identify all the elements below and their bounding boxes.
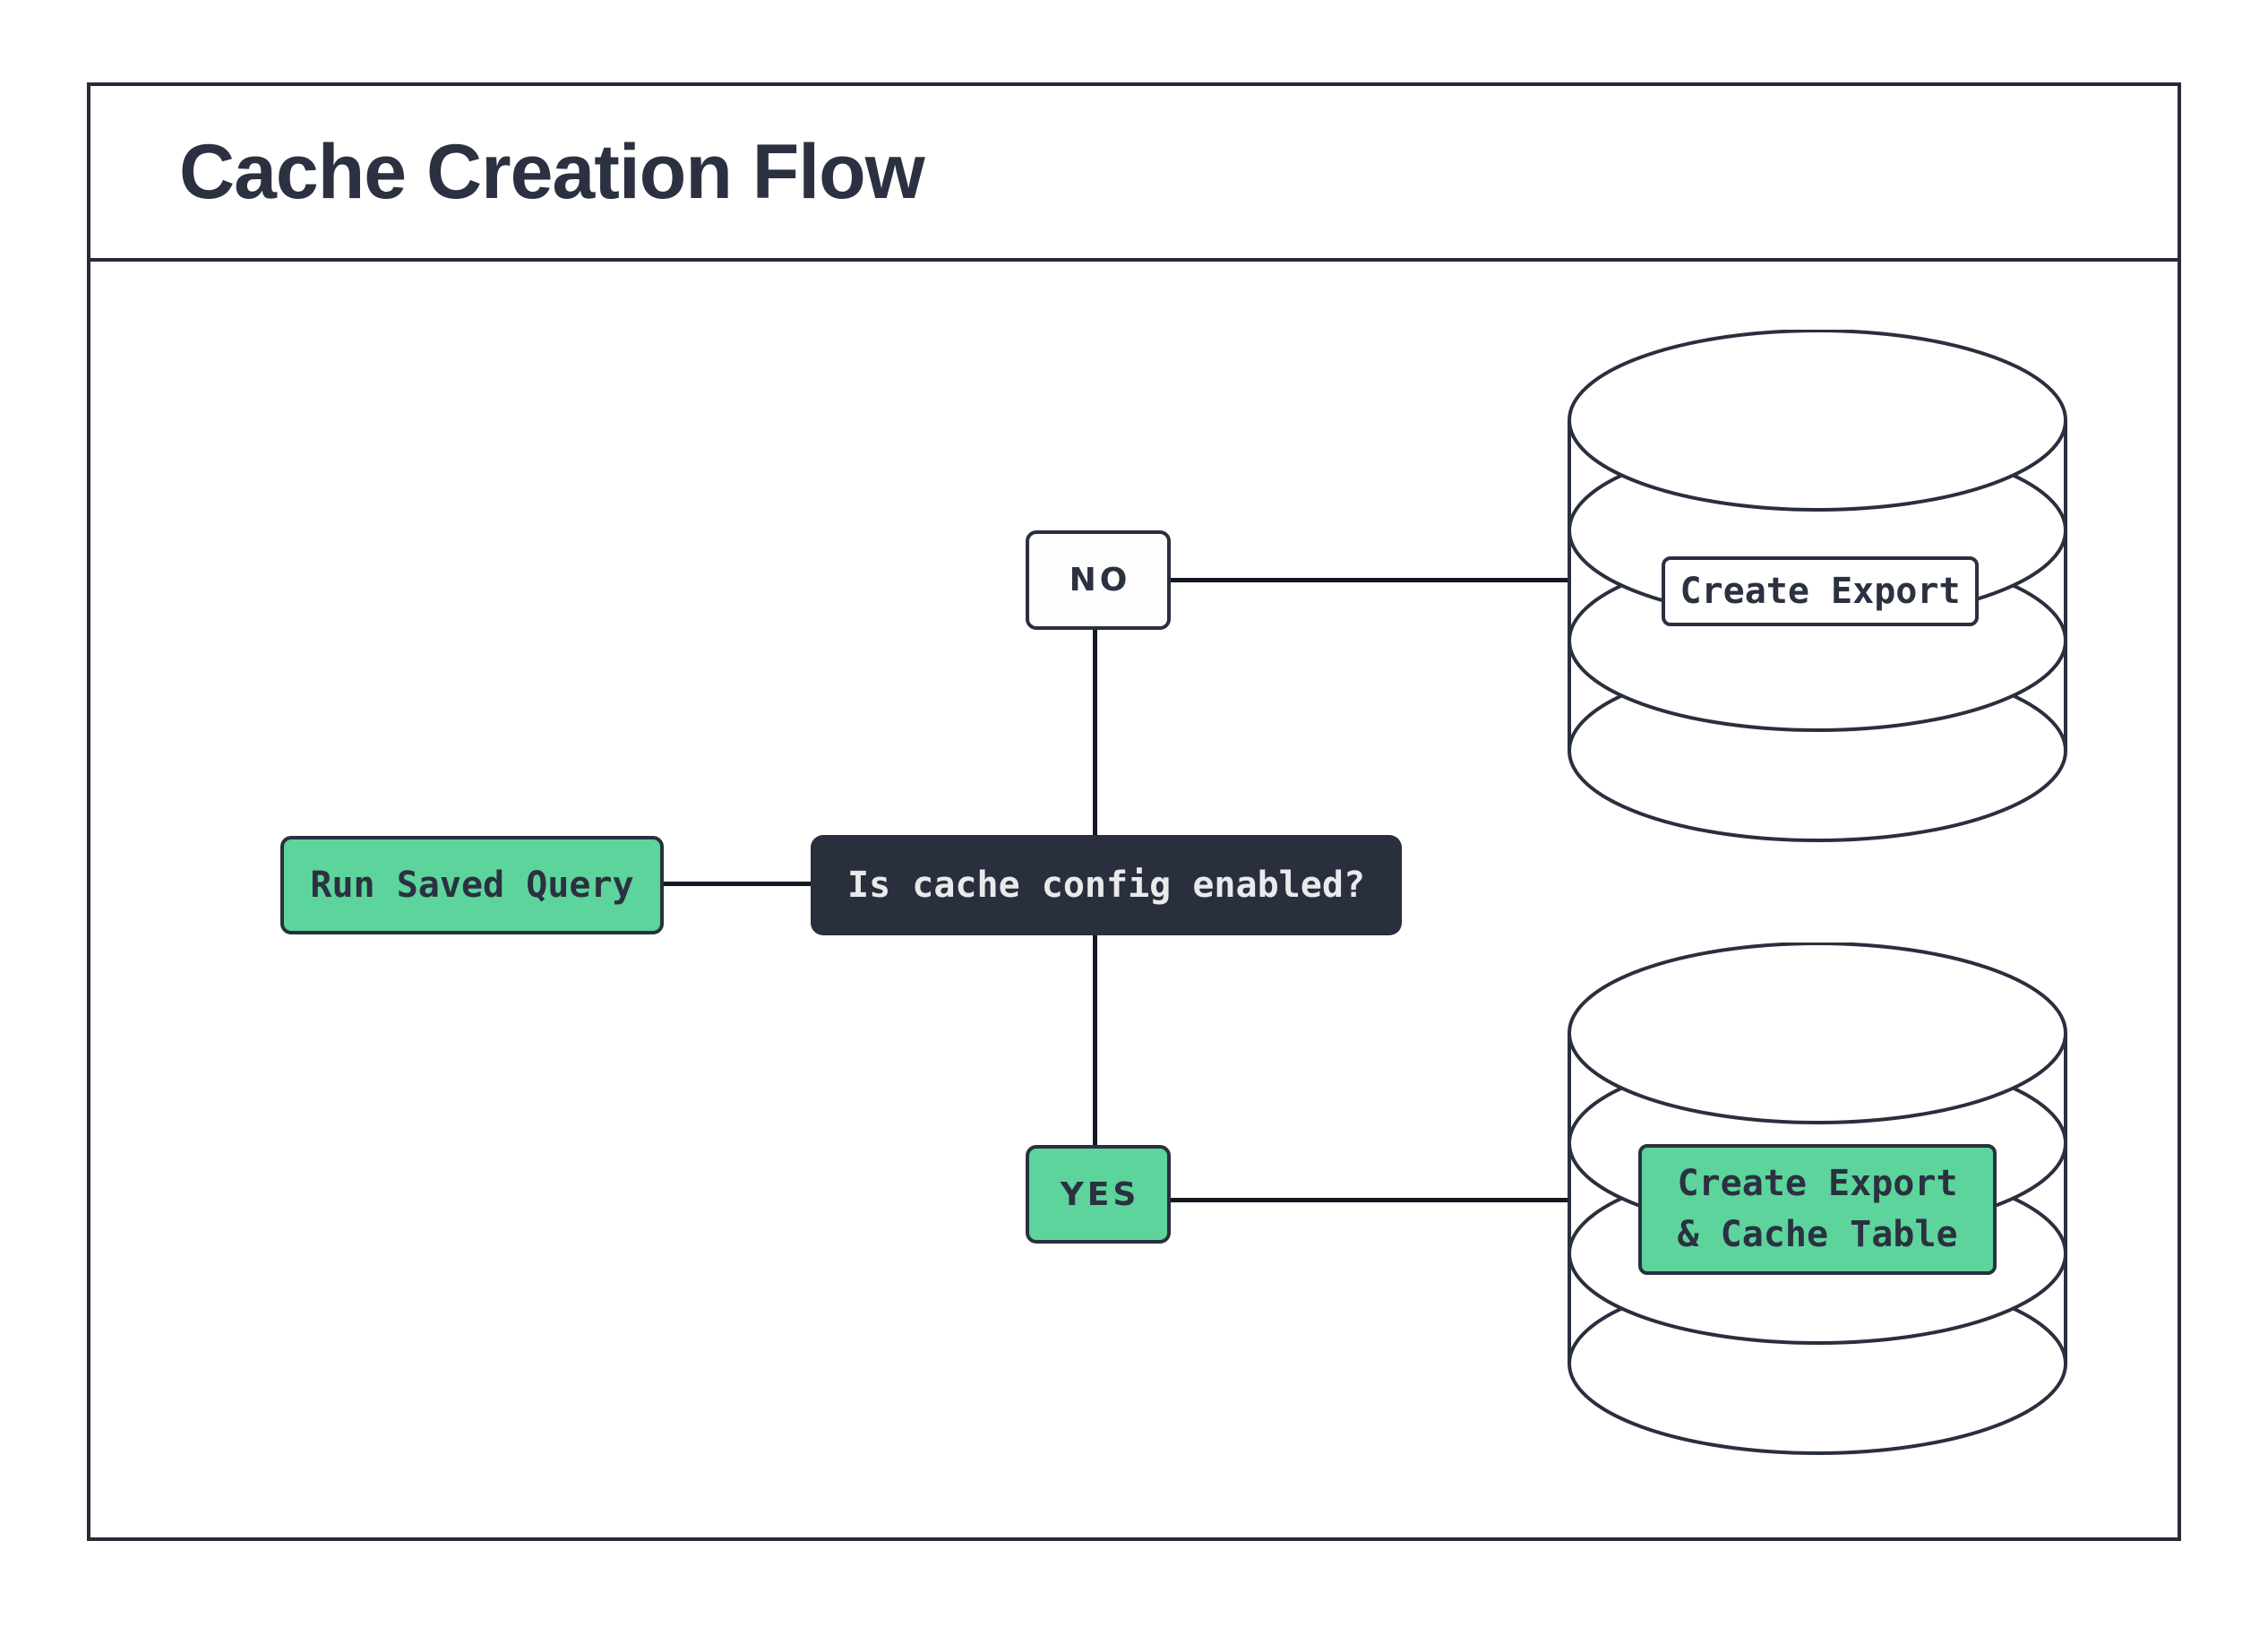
node-branch-no-label: NO [1069,562,1131,598]
connector-start-to-decision [664,882,811,886]
node-run-saved-query-label: Run Saved Query [310,865,634,906]
connector-decision-to-no [1093,630,1097,836]
connector-decision-to-yes [1093,935,1097,1146]
label-create-export: Create Export [1662,556,1979,626]
page-title: Cache Creation Flow [179,128,925,215]
label-create-export-text: Create Export [1680,570,1961,612]
node-run-saved-query: Run Saved Query [280,836,664,934]
label-create-export-cache-line2: & Cache Table [1677,1214,1958,1255]
node-branch-yes-label: YES [1060,1175,1140,1213]
connector-no-to-database [1171,578,1568,582]
connector-yes-to-database [1171,1198,1568,1202]
node-cache-config-decision-label: Is cache config enabled? [847,865,1365,906]
node-branch-yes: YES [1026,1145,1171,1244]
label-create-export-cache-line1: Create Export [1677,1163,1958,1204]
title-bar: Cache Creation Flow [90,86,2178,262]
node-cache-config-decision: Is cache config enabled? [811,835,1402,935]
label-create-export-cache-table: Create Export & Cache Table [1638,1144,1997,1275]
node-branch-no: NO [1026,530,1171,630]
